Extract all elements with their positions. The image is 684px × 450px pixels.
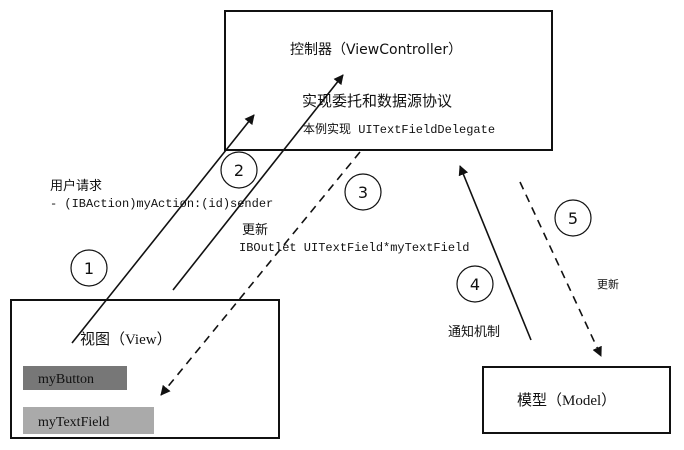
view-title: 视图（View） (80, 331, 172, 348)
step-5-number: 5 (568, 209, 578, 228)
update-left-label: 更新 (242, 222, 268, 238)
user-request-label: 用户请求 (50, 178, 102, 194)
arrow-outlet-update (160, 151, 361, 396)
controller-title: 控制器（ViewController） (290, 42, 462, 58)
step-1-circle: 1 (70, 249, 108, 287)
controller-box: 控制器（ViewController） 实现委托和数据源协议 本例实现 UITe… (224, 10, 553, 151)
arrow-action (172, 74, 344, 291)
notification-label: 通知机制 (448, 324, 500, 340)
model-title: 模型（Model） (517, 392, 616, 409)
step-4-circle: 4 (456, 265, 494, 303)
model-box: 模型（Model） (482, 366, 671, 434)
step-1-number: 1 (84, 259, 94, 278)
my-button: myButton (23, 366, 127, 390)
step-2-number: 2 (234, 161, 244, 180)
step-3-circle: 3 (344, 173, 382, 211)
my-text-field: myTextField (23, 407, 154, 434)
arrow-model-update (519, 181, 602, 357)
my-button-label: myButton (38, 372, 94, 387)
update-right-label: 更新 (597, 277, 619, 291)
arrow-user-request (71, 114, 255, 344)
step-5-circle: 5 (554, 199, 592, 237)
action-signature-label: - (IBAction)myAction:(id)sender (50, 197, 273, 211)
step-2-circle: 2 (220, 151, 258, 189)
step-3-number: 3 (358, 183, 368, 202)
outlet-signature-label: IBOutlet UITextField*myTextField (239, 241, 469, 255)
controller-delegate-text: 本例实现 UITextFieldDelegate (303, 121, 495, 137)
step-4-number: 4 (470, 275, 480, 294)
my-text-field-label: myTextField (38, 415, 109, 430)
controller-protocol-text: 实现委托和数据源协议 (302, 92, 452, 110)
arrow-notification (458, 165, 532, 341)
view-box: 视图（View） myButton myTextField (10, 299, 280, 439)
